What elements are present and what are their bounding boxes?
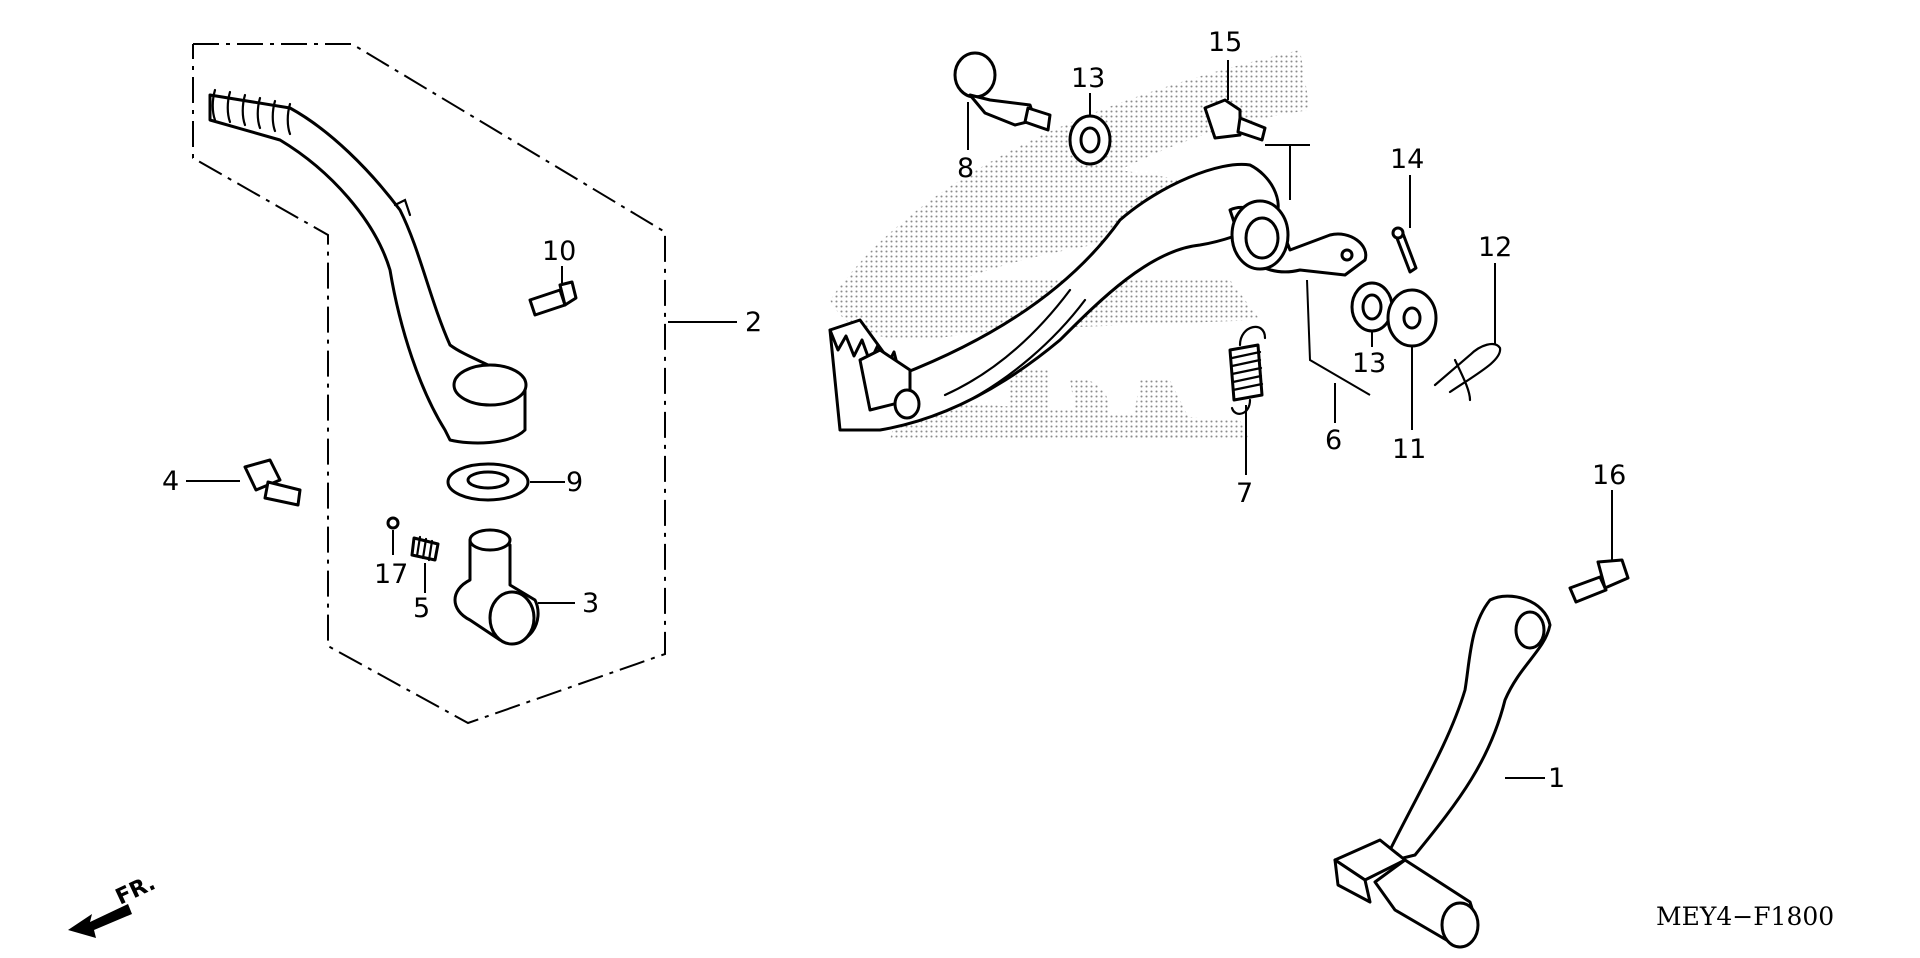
- bolt-16: [1568, 490, 1630, 604]
- callout-5: 5: [413, 593, 430, 624]
- callout-9: 9: [566, 467, 583, 498]
- return-spring-7: [1228, 325, 1267, 475]
- callout-labels: 1 2 3 4 5 6 7 8 9 10 11 12 13 13 14 15 1…: [162, 27, 1626, 794]
- bolt-4: [186, 458, 302, 507]
- callout-16: 16: [1592, 460, 1626, 491]
- callout-3: 3: [582, 588, 599, 619]
- cotter-pin-14: [1391, 175, 1418, 274]
- callout-13-upper: 13: [1071, 63, 1105, 94]
- washer-9: [446, 462, 565, 502]
- ball-17: [386, 516, 400, 555]
- pivot-bolt-8: [953, 51, 1052, 150]
- brake-pedal-6: [828, 144, 1371, 432]
- callout-1: 1: [1548, 763, 1565, 794]
- seal-13-lower: [1350, 281, 1394, 347]
- callout-6: 6: [1325, 425, 1342, 456]
- honda-wing-logo: [830, 50, 1310, 440]
- callout-17: 17: [374, 559, 408, 590]
- callout-2: 2: [745, 307, 762, 338]
- assembly-outline: [192, 43, 737, 725]
- kick-starter-arm: [208, 88, 528, 445]
- callout-15: 15: [1208, 27, 1242, 58]
- callout-14: 14: [1390, 144, 1424, 175]
- callout-11: 11: [1392, 434, 1426, 465]
- callout-8: 8: [957, 153, 974, 184]
- callout-12: 12: [1478, 232, 1512, 263]
- kick-pinion-3: [453, 528, 575, 646]
- bolt-10: [528, 266, 578, 317]
- diagram-code: MEY4−F1800: [1656, 902, 1834, 931]
- direction-label: FR.: [112, 871, 159, 911]
- callout-13-lower: 13: [1352, 348, 1386, 379]
- callout-10: 10: [542, 236, 576, 267]
- pin-15: [1203, 60, 1267, 142]
- washer-11: [1386, 288, 1438, 430]
- forward-arrow-icon: FR.: [68, 871, 159, 938]
- spring-clip-12: [1433, 263, 1502, 402]
- callout-7: 7: [1236, 478, 1253, 509]
- seal-13-upper: [1068, 93, 1112, 166]
- callout-4: 4: [162, 466, 179, 497]
- gear-change-pedal-1: [1333, 594, 1552, 949]
- spring-5: [410, 535, 440, 593]
